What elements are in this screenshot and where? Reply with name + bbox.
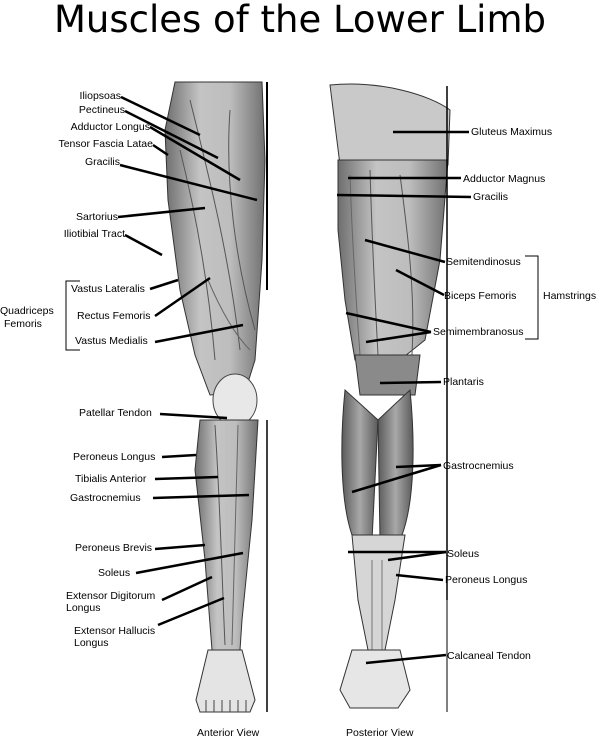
label-extensor-hallucis-line2: Longus bbox=[74, 637, 109, 649]
label-gracilis-posterior: Gracilis bbox=[473, 191, 509, 203]
label-adductor-magnus: Adductor Magnus bbox=[463, 173, 546, 185]
label-quadriceps-line2: Femoris bbox=[4, 318, 42, 330]
label-iliopsoas: Iliopsoas bbox=[79, 90, 121, 102]
label-semimembranosus: Semimembranosus bbox=[433, 326, 524, 338]
posterior-leg-drawing bbox=[329, 83, 451, 712]
label-semitendinosus: Semitendinosus bbox=[446, 256, 521, 268]
label-calcaneal-tendon: Calcaneal Tendon bbox=[447, 650, 531, 662]
label-tensor-fascia-latae: Tensor Fascia Latae bbox=[58, 138, 153, 150]
anterior-leader-lines bbox=[117, 95, 258, 627]
group-brackets bbox=[65, 255, 539, 351]
posterior-leader-lines bbox=[336, 130, 472, 665]
label-gastrocnemius-posterior: Gastrocnemius bbox=[443, 460, 514, 472]
label-extensor-hallucis-line1: Extensor Hallucis bbox=[74, 625, 156, 637]
label-extensor-digitorum-line2: Longus bbox=[66, 602, 101, 614]
label-vastus-medialis: Vastus Medialis bbox=[75, 335, 148, 347]
caption-posterior-view: Posterior View bbox=[346, 727, 414, 739]
label-soleus-anterior: Soleus bbox=[98, 567, 131, 579]
label-vastus-lateralis: Vastus Lateralis bbox=[71, 283, 145, 295]
label-quadriceps-line1: Quadriceps bbox=[0, 305, 54, 317]
label-soleus-posterior: Soleus bbox=[447, 548, 480, 560]
label-extensor-digitorum-line1: Extensor Digitorum bbox=[66, 590, 156, 602]
label-gastrocnemius-anterior: Gastrocnemius bbox=[70, 492, 141, 504]
label-patellar-tendon: Patellar Tendon bbox=[79, 407, 152, 419]
caption-anterior-view: Anterior View bbox=[197, 727, 260, 739]
label-gracilis-anterior: Gracilis bbox=[84, 156, 120, 168]
label-pectineus: Pectineus bbox=[78, 104, 125, 116]
label-peroneus-longus-posterior: Peroneus Longus bbox=[445, 574, 528, 586]
page-title: Muscles of the Lower Limb bbox=[53, 0, 546, 41]
label-plantaris: Plantaris bbox=[443, 376, 484, 388]
label-sartorius: Sartorius bbox=[75, 211, 118, 223]
label-hamstrings: Hamstrings bbox=[543, 290, 597, 302]
label-peroneus-brevis: Peroneus Brevis bbox=[75, 542, 153, 554]
label-iliotibial-tract: Iliotibial Tract bbox=[63, 228, 125, 240]
label-biceps-femoris: Biceps Femoris bbox=[444, 290, 517, 302]
label-gluteus-maximus: Gluteus Maximus bbox=[471, 126, 553, 138]
label-tibialis-anterior: Tibialis Anterior bbox=[75, 473, 147, 485]
anterior-leg-drawing bbox=[164, 81, 268, 713]
label-adductor-longus: Adductor Longus bbox=[70, 121, 150, 133]
label-rectus-femoris: Rectus Femoris bbox=[77, 310, 151, 322]
label-peroneus-longus-anterior: Peroneus Longus bbox=[73, 451, 156, 463]
